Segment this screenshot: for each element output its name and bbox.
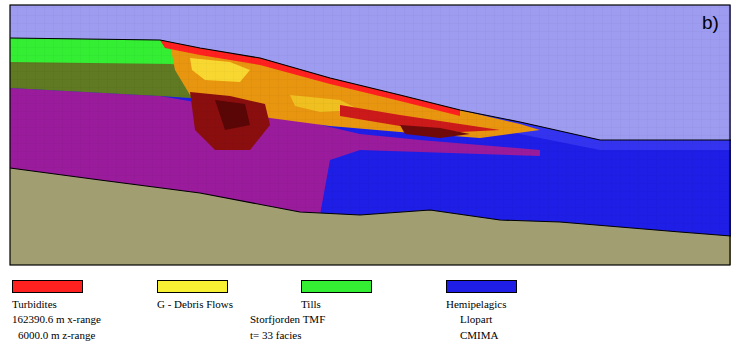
- grid-cells: [10, 5, 731, 265]
- model-name: Storfjorden TMF: [250, 313, 325, 326]
- legend-label: Tills: [301, 298, 321, 311]
- basement-line: [10, 168, 731, 236]
- institute-note: CMIMA: [460, 329, 499, 342]
- time-step-note: t= 33 facies: [250, 329, 301, 342]
- legend-swatch: [12, 280, 83, 293]
- author-note: Llopart: [460, 313, 492, 326]
- basement: [10, 168, 731, 265]
- water-column: [10, 5, 731, 265]
- legend-swatch: [446, 280, 517, 293]
- legend-label: Hemipelagics: [446, 298, 506, 311]
- legend-label: G - Debris Flows: [157, 298, 233, 311]
- seafloor-line: [10, 38, 731, 140]
- plot-frame: [10, 5, 730, 265]
- z-range-note: 6000.0 m z-range: [18, 329, 95, 342]
- x-range-note: 162390.6 m x-range: [12, 313, 101, 326]
- panel-letter: b): [702, 12, 719, 34]
- legend-swatch: [157, 280, 228, 293]
- legend-swatch: [301, 280, 372, 293]
- legend-label: Turbidites: [12, 298, 57, 311]
